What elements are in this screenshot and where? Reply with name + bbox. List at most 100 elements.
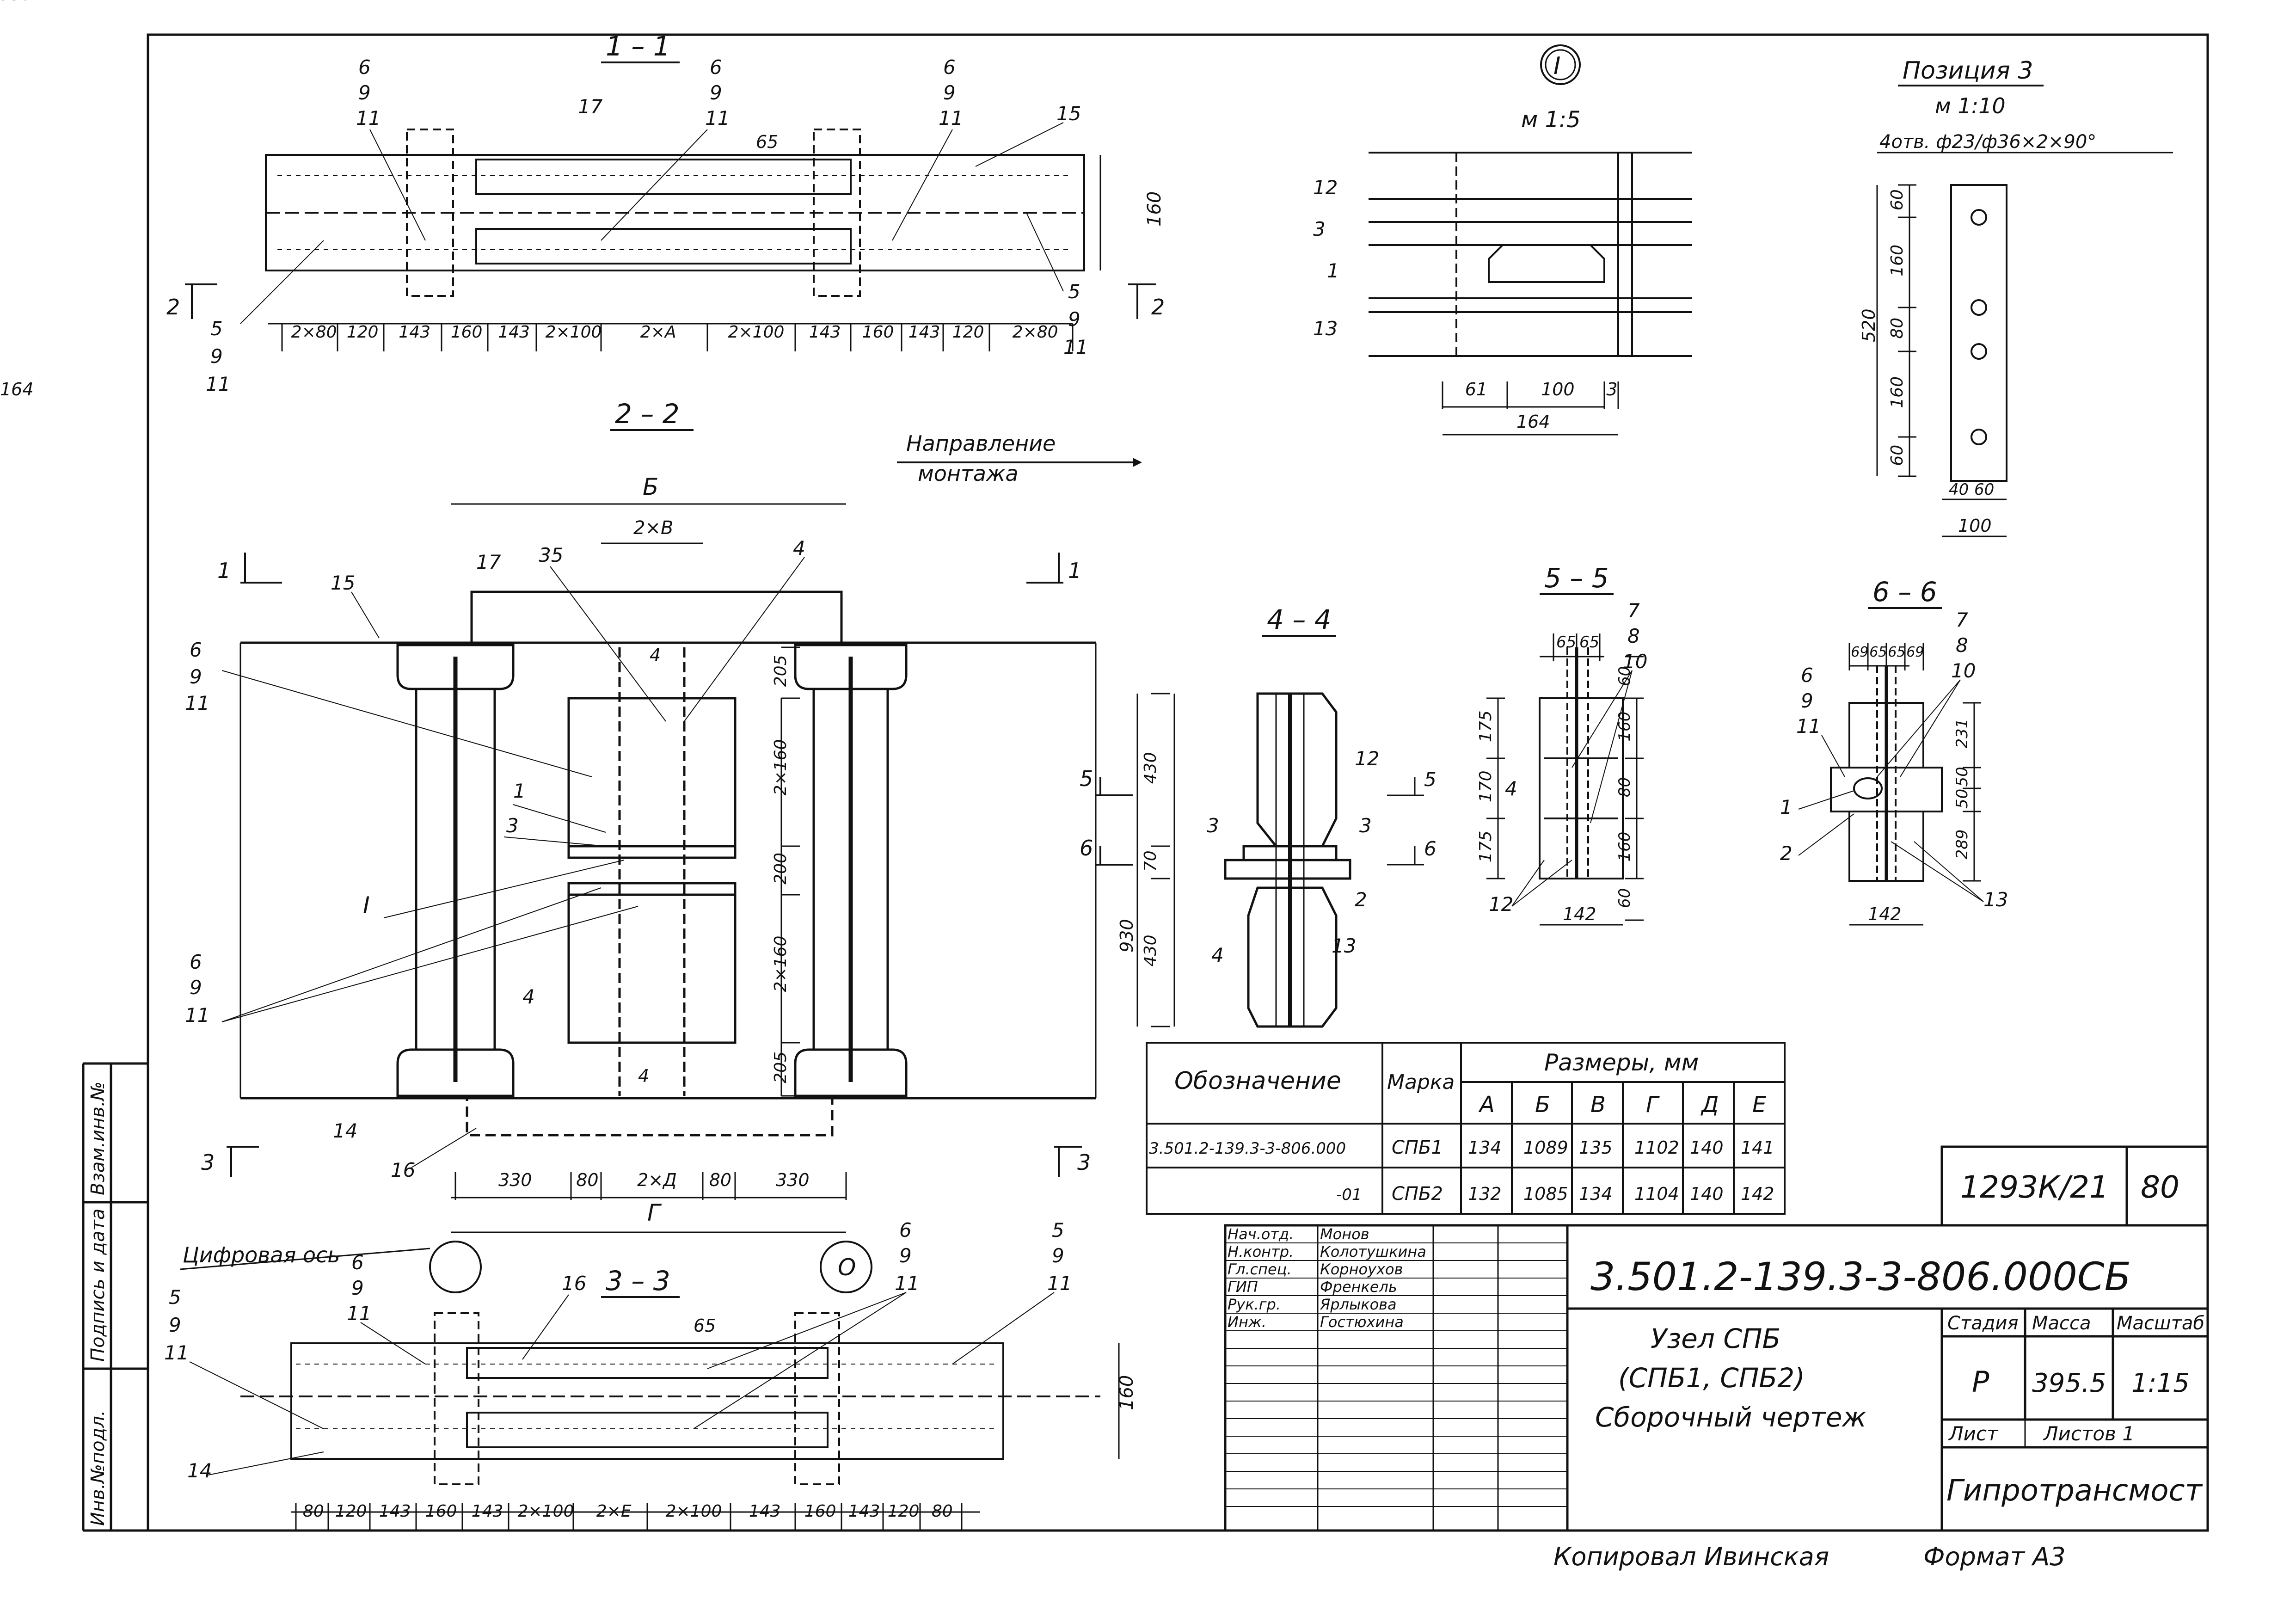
stamp-role: Рук.гр.	[1228, 1296, 1281, 1313]
dim-label: 80	[576, 1170, 598, 1190]
position-3-detail: Позиция 3 м 1:10 4отв. ф23/ф36×2×90° 601…	[1859, 57, 2173, 537]
stamp-role: ГИП	[1228, 1278, 1258, 1296]
dim-65-11: 65	[756, 132, 778, 152]
callout-11: 11	[206, 373, 230, 395]
callout-9: 9	[710, 81, 722, 104]
section-2-2: 2 – 2 Направление монтажа	[185, 398, 1142, 1233]
callout-11: 11	[895, 1272, 919, 1295]
table-value: 1089	[1523, 1137, 1568, 1158]
dim-label: 160	[862, 323, 894, 342]
dim-label: 143	[749, 1502, 781, 1521]
callout-15: 15	[1056, 102, 1081, 125]
dim-142: 142	[1563, 904, 1596, 924]
dim-label: 2×80	[291, 323, 337, 342]
stage-value: Р	[1972, 1365, 1989, 1399]
sheet-label: Лист	[1948, 1422, 1999, 1445]
callout-9: 9	[899, 1244, 912, 1267]
table-value: 1102	[1634, 1137, 1679, 1158]
callout-9: 9	[351, 1277, 364, 1299]
dim-65-33: 65	[694, 1316, 716, 1336]
side-inv-label: Инв.№подл.	[87, 1410, 109, 1526]
digital-axis: Цифровая ось	[183, 1242, 340, 1267]
dim-label: 160	[451, 323, 483, 342]
cut-3-right: 3	[1077, 1150, 1091, 1175]
section-4-4-title: 4 – 4	[1267, 604, 1332, 635]
callout-4: 4	[1211, 944, 1224, 966]
stamp-name: Ярлыкова	[1320, 1296, 1397, 1313]
dim-label: 160	[1888, 376, 1907, 408]
scale-header: Масштаб	[2117, 1313, 2204, 1334]
dim-100: 100	[1958, 516, 1992, 536]
archive-number: 1293К/21	[1960, 1169, 2109, 1205]
title-line-2: (СПБ1, СПБ2)	[1618, 1362, 1805, 1394]
callout-6: 6	[899, 1219, 912, 1242]
dim-label: 143	[848, 1502, 880, 1521]
callout-11: 11	[1796, 715, 1821, 738]
dim-label: 2×100	[546, 323, 602, 342]
table-value: 140	[1690, 1184, 1724, 1204]
callout-7: 7	[1627, 599, 1640, 622]
callout-15: 15	[331, 572, 355, 594]
table-value: 140	[1690, 1137, 1724, 1158]
callout-8: 8	[1956, 634, 1968, 657]
dim-label: 80	[932, 1502, 953, 1521]
stage-header: Стадия	[1947, 1313, 2018, 1334]
dim-G: Г	[647, 1199, 662, 1226]
dim-label: 80	[1615, 777, 1634, 797]
sheet-number: 80	[2141, 1169, 2179, 1205]
cut-6-44: 6	[1424, 837, 1437, 860]
dim-label: 143	[379, 1502, 411, 1521]
section-5-5-title: 5 – 5	[1544, 562, 1609, 594]
section-2-2-title: 2 – 2	[615, 398, 680, 430]
dim-label: 160	[1888, 245, 1907, 277]
callout-12: 12	[1355, 747, 1379, 770]
dim-label: 69	[1906, 644, 1924, 660]
cut-5-marker: 5	[1080, 766, 1093, 791]
sheets-label: Листов 1	[2043, 1422, 2135, 1445]
section-1-1-title: 1 – 1	[606, 31, 670, 62]
callout-2: 2	[1355, 888, 1367, 911]
stamp-role: Н.контр.	[1228, 1243, 1294, 1260]
stamp-name: Монов	[1320, 1225, 1369, 1243]
stamp-name: Гостюхина	[1320, 1313, 1404, 1331]
callout-9: 9	[169, 1314, 181, 1336]
dim-label: 2×Е	[596, 1502, 632, 1521]
stamp-name: Френкель	[1320, 1278, 1397, 1296]
cut-3-left: 3	[201, 1150, 215, 1175]
dim-label: 164	[0, 379, 34, 400]
dim-label: 65	[1579, 633, 1599, 652]
table-value: 134	[1468, 1137, 1502, 1158]
dim-label: 160	[1615, 832, 1634, 862]
table-mark: СПБ2	[1392, 1183, 1443, 1205]
table-value: 141	[1741, 1137, 1774, 1158]
dim-label: 2×Д	[637, 1170, 677, 1190]
axis-o-label: О	[838, 1254, 856, 1281]
callout-11: 11	[185, 1004, 209, 1027]
cut-6-marker: 6	[1080, 836, 1093, 861]
callout-6: 6	[351, 1251, 364, 1274]
cut-1-left: 1	[217, 558, 231, 583]
callout-11: 11	[1047, 1272, 1072, 1295]
organization: Гипротрансмост	[1946, 1474, 2203, 1508]
dim-label: 205	[771, 655, 790, 687]
callout-12: 12	[1489, 893, 1513, 916]
callout-10: 10	[1623, 650, 1647, 673]
callout-9: 9	[190, 976, 202, 999]
dim-160-33: 160	[1116, 1375, 1137, 1410]
table-value: 1085	[1523, 1184, 1568, 1204]
dim-label: 65	[1869, 644, 1887, 660]
dim-142: 142	[1868, 904, 1902, 924]
dim-2xV: 2×В	[633, 517, 673, 539]
position-3-scale: м 1:10	[1935, 93, 2006, 118]
dim-label: 80	[303, 1502, 324, 1521]
callout-13: 13	[1332, 934, 1356, 957]
callout-9: 9	[943, 81, 956, 104]
dim-label: 2×100	[518, 1502, 574, 1521]
dim-label: 2×100	[666, 1502, 722, 1521]
dim-label: 65	[1888, 644, 1905, 660]
dim-label: 175	[1476, 711, 1495, 743]
node-I-ref: I	[363, 892, 370, 919]
